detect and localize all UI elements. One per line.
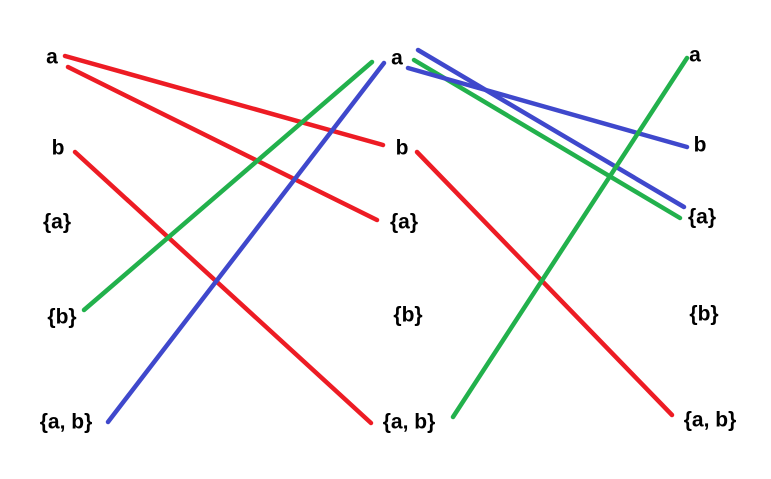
mapping-line-middle-a-to-right-b [405,65,690,150]
mapping-line-middle-b-to-right-set-ab [414,149,675,418]
set-label-middle-a: a [391,46,403,70]
set-label-left-a: a [46,45,58,69]
mapping-line-middle-set-ab-to-right-a [450,55,690,420]
set-label-right-set-b: {b} [689,302,719,326]
mapping-line-left-set-b-to-middle-a [81,59,375,313]
set-label-left-set-ab: {a, b} [39,410,93,434]
set-label-middle-set-b: {b} [393,303,423,327]
set-label-left-set-a: {a} [42,210,72,234]
set-label-right-a: a [689,43,701,67]
mapping-line-middle-a-to-right-set-a [415,47,687,210]
set-label-left-b: b [51,136,65,160]
set-label-middle-set-a: {a} [389,210,419,234]
mapping-line-left-b-to-middle-set-ab [72,149,374,426]
set-label-middle-b: b [395,136,409,160]
set-label-right-b: b [693,133,707,157]
set-label-left-set-b: {b} [47,305,77,329]
set-label-right-set-ab: {a, b} [683,408,737,432]
set-label-right-set-a: {a} [687,205,717,229]
mapping-line-left-a-to-middle-set-a [65,64,380,223]
mapping-line-middle-a-to-right-set-a [411,57,683,221]
set-label-middle-set-ab: {a, b} [382,410,436,434]
mapping-line-left-a-to-middle-b [62,53,386,148]
mapping-line-left-set-ab-to-middle-a [105,60,387,425]
